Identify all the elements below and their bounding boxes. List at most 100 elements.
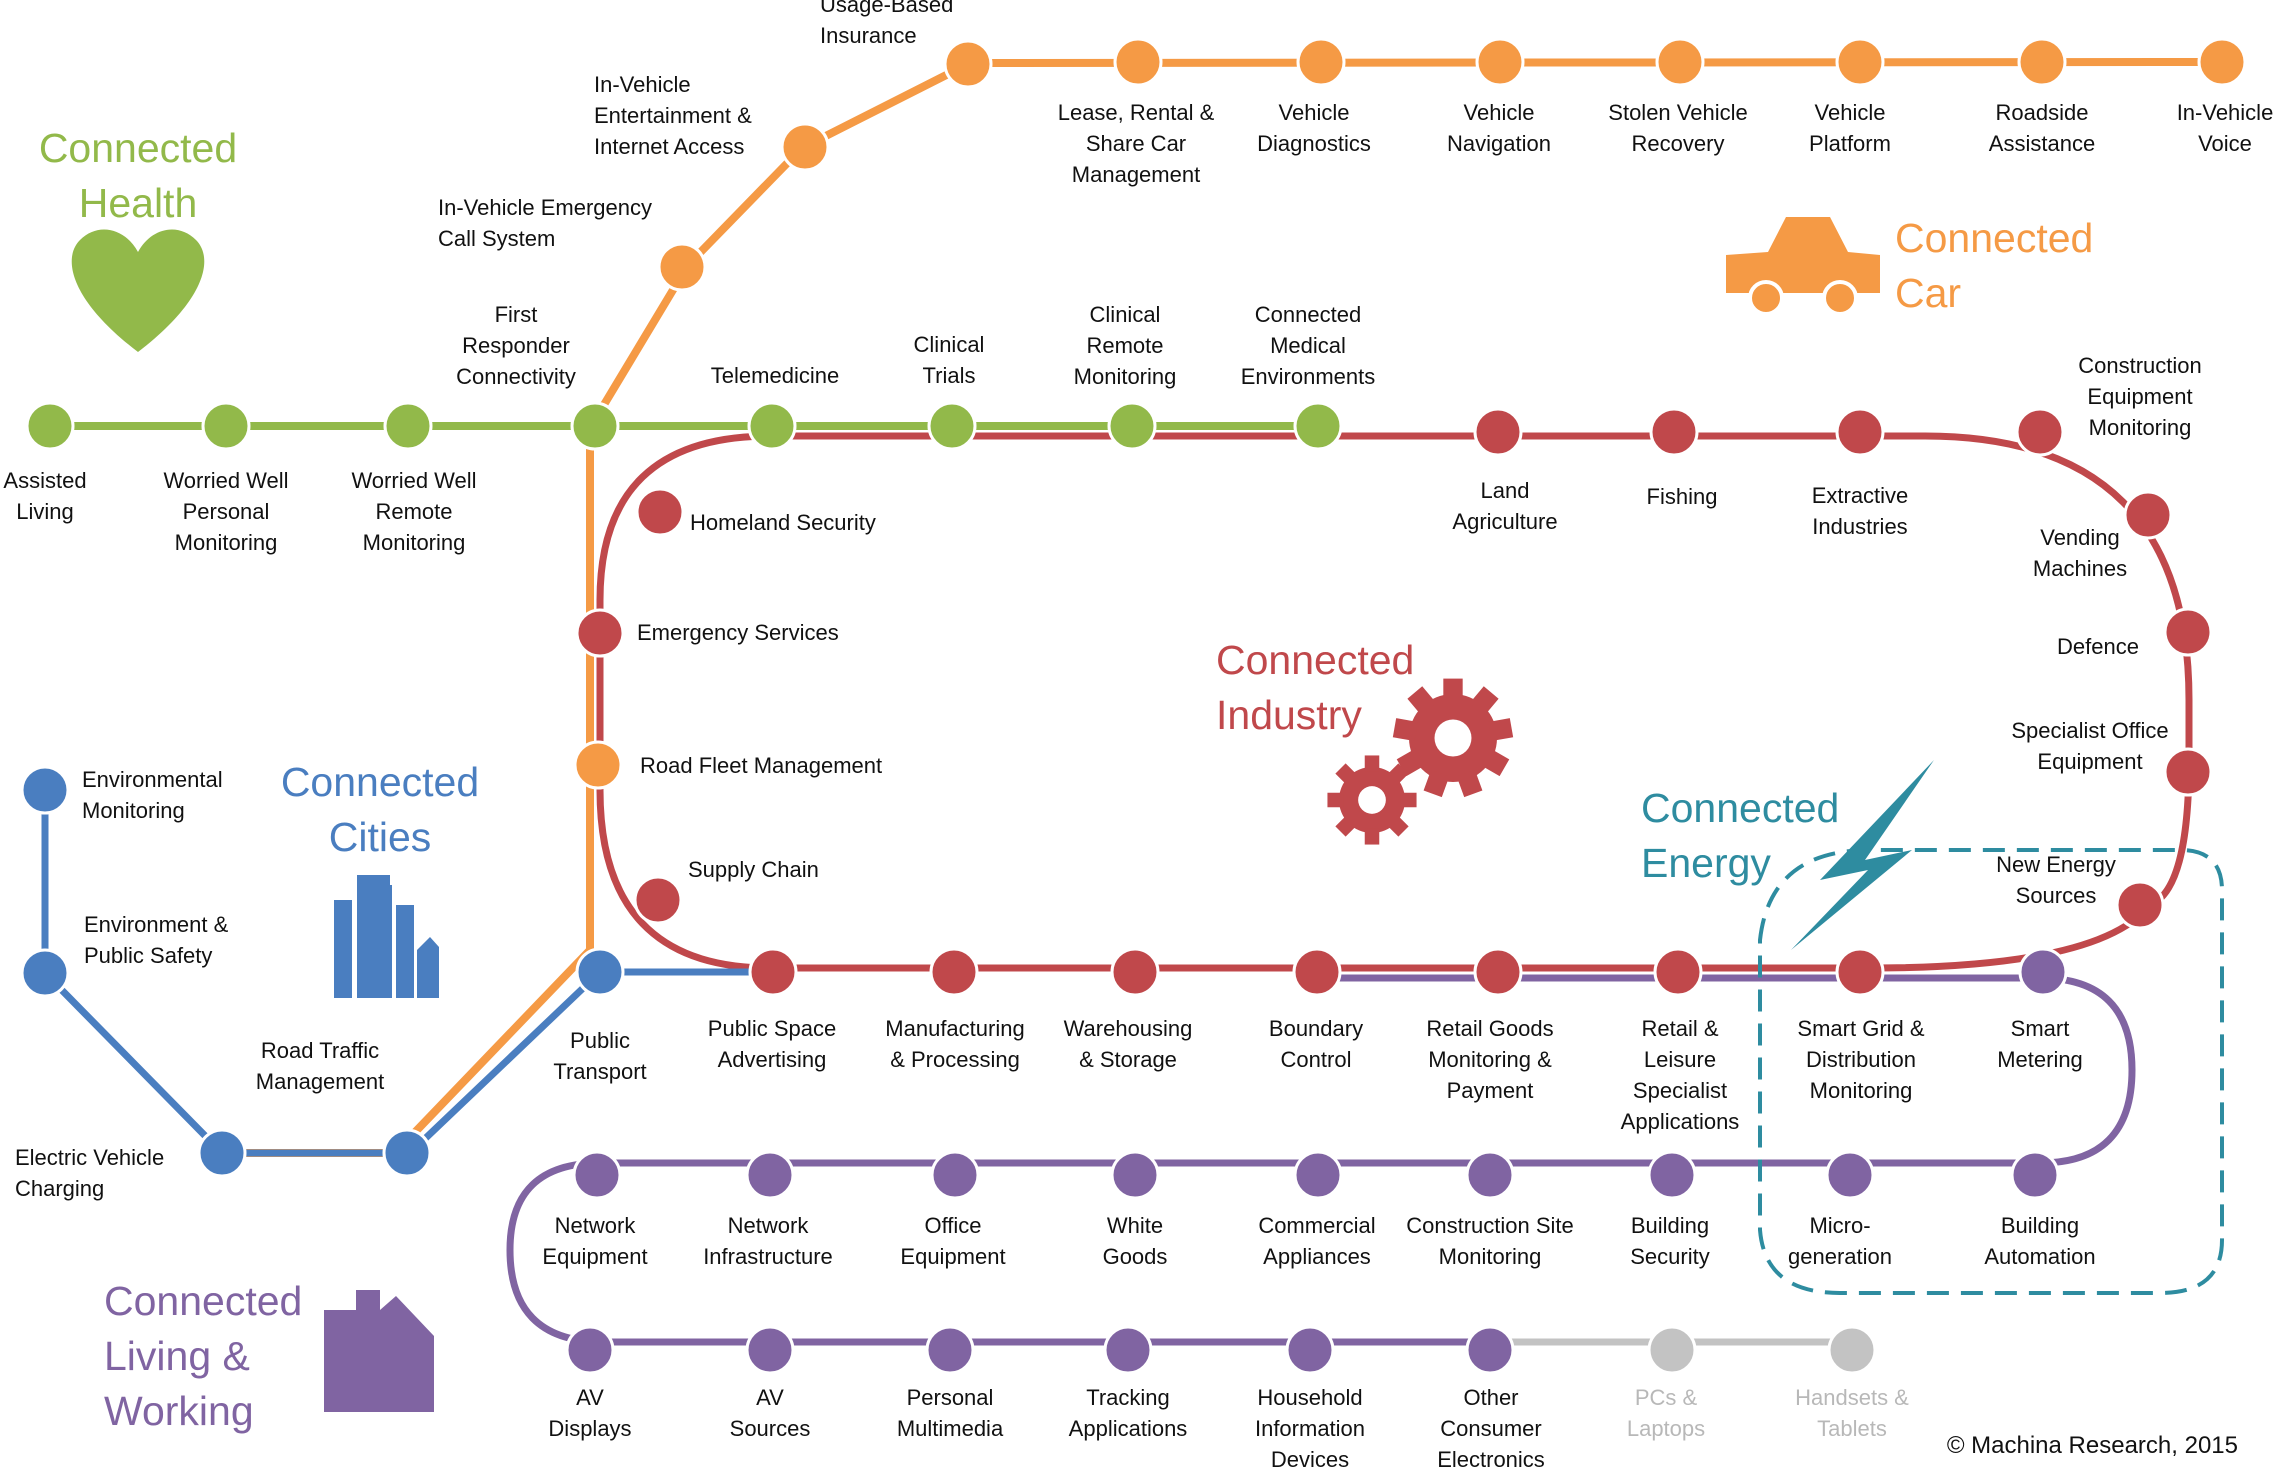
station-emergency_call-dot — [657, 242, 707, 292]
station-supply_chain-dot — [633, 875, 683, 925]
station-land_agriculture-dot — [1473, 407, 1523, 457]
station-av_displays-dot — [565, 1325, 615, 1375]
station-warehousing-dot — [1110, 947, 1160, 997]
station-telemedicine-dot — [747, 401, 797, 451]
station-commercial_appliances-dot — [1293, 1150, 1343, 1200]
station-handsets_tablets-label: Handsets &Tablets — [1795, 1385, 1909, 1441]
station-av_sources-dot — [745, 1325, 795, 1375]
station-road_fleet-label: Road Fleet Management — [640, 753, 882, 778]
station-worried_well_personal-dot — [201, 401, 251, 451]
station-emergency_services-dot — [575, 608, 625, 658]
lightning-icon — [1791, 760, 1934, 950]
station-assisted_living-dot — [25, 401, 75, 451]
station-supply_chain-label: Supply Chain — [688, 857, 819, 882]
station-first_responder-dot — [570, 401, 620, 451]
city-buildings-icon — [334, 875, 439, 998]
station-vehicle_navigation-dot — [1475, 37, 1525, 87]
cities-line — [41, 790, 768, 1157]
station-smart_metering-dot — [2018, 947, 2068, 997]
station-vending-dot — [2123, 490, 2173, 540]
station-connected_medical-dot — [1293, 401, 1343, 451]
category-icons — [71, 217, 1934, 1412]
station-new_energy-dot — [2115, 880, 2165, 930]
station-roadside-dot — [2017, 37, 2067, 87]
station-infotainment-dot — [780, 122, 830, 172]
energy-zone-outline — [1758, 848, 2224, 1295]
station-white_goods-dot — [1110, 1150, 1160, 1200]
station-network_equipment-dot — [572, 1150, 622, 1200]
copyright-notice: © Machina Research, 2015 — [1947, 1432, 2238, 1459]
station-retail_leisure-dot — [1653, 947, 1703, 997]
station-pcs_laptops-label: PCs &Laptops — [1627, 1385, 1705, 1441]
station-manufacturing-label: Manufacturing& Processing — [885, 1016, 1024, 1072]
station-telemedicine-label: Telemedicine — [711, 363, 839, 388]
station-clinical_remote-dot — [1107, 401, 1157, 451]
station-in_vehicle_voice-dot — [2197, 37, 2247, 87]
station-homeland_security-label: Homeland Security — [690, 510, 876, 535]
station-public_space_adv-dot — [748, 947, 798, 997]
house-icon — [324, 1290, 434, 1412]
station-personal_multimedia-dot — [925, 1325, 975, 1375]
station-stolen_vehicle-dot — [1655, 37, 1705, 87]
station-retail_goods-dot — [1473, 947, 1523, 997]
station-defence-label: Defence — [2057, 634, 2139, 659]
station-other_consumer-dot — [1465, 1325, 1515, 1375]
station-usage_insurance-dot — [943, 39, 993, 89]
station-public_transport-dot — [575, 947, 625, 997]
station-extractive-dot — [1835, 407, 1885, 457]
station-environmental_monitoring-dot — [20, 765, 70, 815]
station-lease_rental-dot — [1113, 37, 1163, 87]
station-environment_safety-dot — [20, 948, 70, 998]
station-worried_well_remote-dot — [383, 401, 433, 451]
car-icon — [1726, 217, 1880, 316]
station-clinical_trials-dot — [927, 401, 977, 451]
station-boundary_control-dot — [1292, 947, 1342, 997]
station-fishing-label: Fishing — [1647, 484, 1718, 509]
station-defence-dot — [2163, 607, 2213, 657]
station-vehicle_platform-dot — [1835, 37, 1885, 87]
station-dots — [20, 37, 2247, 1375]
station-manufacturing-dot — [929, 947, 979, 997]
station-emergency_services-label: Emergency Services — [637, 620, 839, 645]
station-fishing-dot — [1649, 407, 1699, 457]
station-warehousing-label: Warehousing& Storage — [1064, 1016, 1193, 1072]
